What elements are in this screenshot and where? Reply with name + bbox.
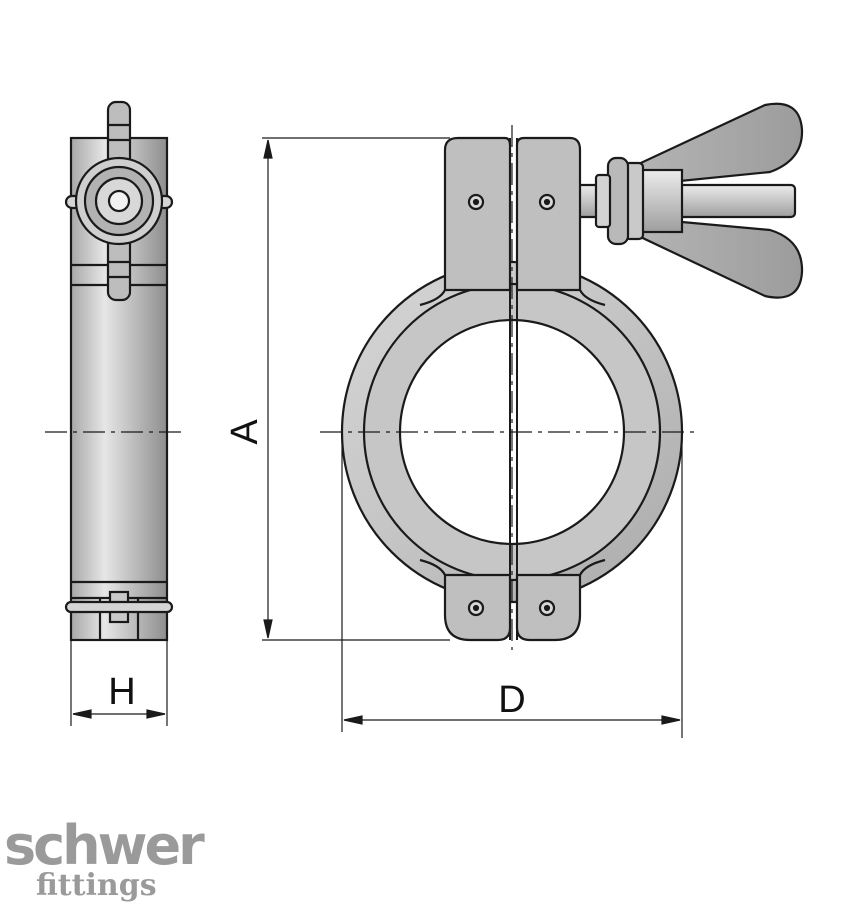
wing-top-icon xyxy=(627,102,804,185)
dimension-d-label: D xyxy=(498,679,525,721)
dimension-h-label: H xyxy=(108,671,135,713)
side-view xyxy=(64,100,174,642)
center-lines xyxy=(45,125,700,650)
wing-bottom-icon xyxy=(627,218,804,299)
logo-sub-text: fittings xyxy=(36,868,157,903)
front-view xyxy=(340,102,804,642)
dimension-lines xyxy=(70,137,683,738)
logo-main-text: schwer xyxy=(4,814,205,877)
brand-logo: schwer fittings xyxy=(4,814,208,903)
top-lug-right xyxy=(515,136,582,292)
top-lug-left xyxy=(443,136,512,292)
dimension-a-label: A xyxy=(224,419,266,445)
